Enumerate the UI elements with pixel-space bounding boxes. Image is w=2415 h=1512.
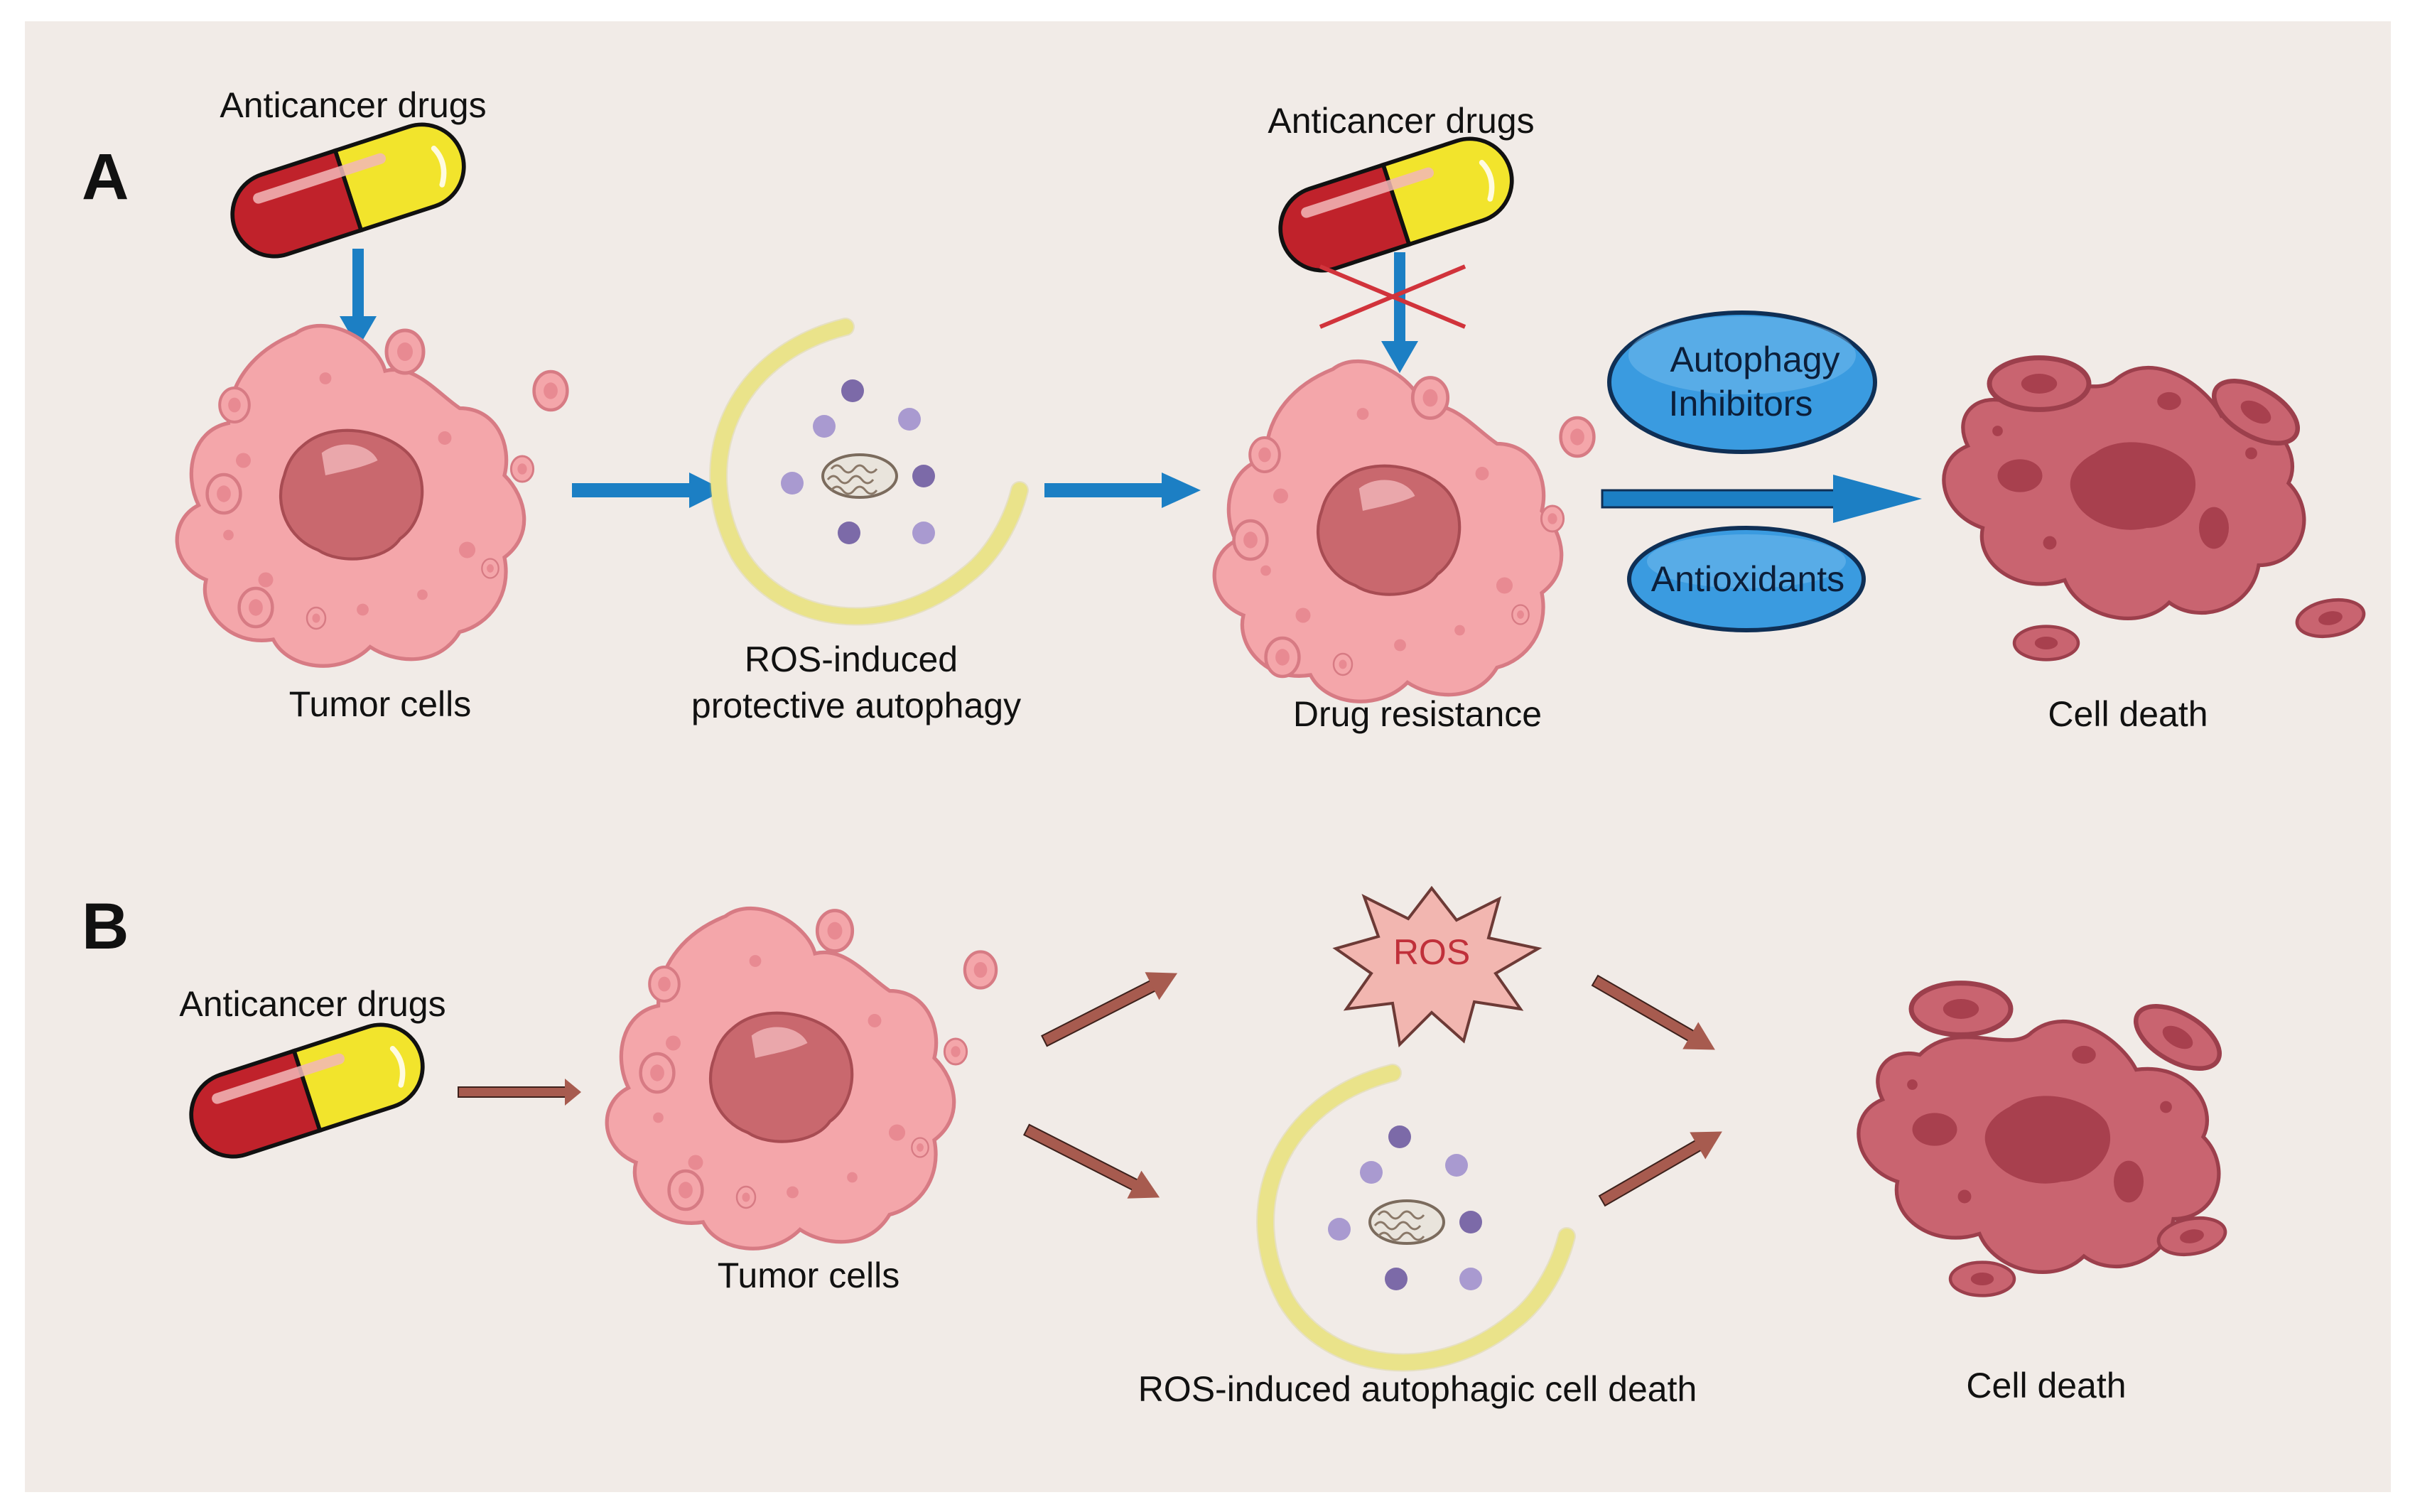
cell-bleb-icon xyxy=(669,1171,703,1209)
cell-bleb-icon xyxy=(1332,652,1354,676)
brown-arrow-converge-bottom xyxy=(1598,1131,1722,1207)
cell-bleb-icon xyxy=(1511,604,1530,625)
cell-bleb-icon xyxy=(387,330,423,373)
cell-bleb-icon xyxy=(207,475,241,513)
panel-a-drug-label-1: Anticancer drugs xyxy=(220,85,486,125)
panel-a-resistance-label: Drug resistance xyxy=(1293,694,1542,734)
brown-arrow-converge-top xyxy=(1591,974,1715,1050)
dead-cell-fragment-icon xyxy=(1911,983,2011,1035)
cell-bleb-icon xyxy=(509,455,535,483)
panel-a-autophagy-label-line2: protective autophagy xyxy=(691,686,1021,725)
cell-bleb-icon xyxy=(239,588,273,627)
blue-arrow-right-2 xyxy=(1044,472,1201,508)
antioxidant-label: Antioxidants xyxy=(1651,559,1844,599)
cell-bleb-icon xyxy=(641,1054,674,1092)
panel-a-tumor-label: Tumor cells xyxy=(289,684,472,724)
inhibitor-label-line1: Autophagy xyxy=(1670,340,1839,379)
panel-b-letter: B xyxy=(82,890,129,963)
autophagy-inhibitors-pill: Autophagy Inhibitors xyxy=(1607,310,1877,454)
panel-b-autophagic-death-label: ROS-induced autophagic cell death xyxy=(1138,1369,1697,1409)
inhibitor-label-line2: Inhibitors xyxy=(1669,384,1813,423)
blue-arrow-right-3 xyxy=(1601,475,1922,523)
cell-bleb-icon xyxy=(1266,638,1300,676)
ros-label: ROS xyxy=(1393,932,1470,972)
cell-bleb-icon xyxy=(965,952,996,988)
antioxidants-pill: Antioxidants xyxy=(1627,526,1866,632)
panel-b-drug-label: Anticancer drugs xyxy=(179,984,445,1024)
cell-bleb-icon xyxy=(817,911,852,951)
cell-bleb-icon xyxy=(534,372,568,410)
panel-a-letter: A xyxy=(82,141,129,213)
cell-bleb-icon xyxy=(481,558,499,579)
brown-arrow-down-right xyxy=(1023,1123,1160,1199)
blocked-cross-icon xyxy=(1319,264,1466,329)
dead-cell-fragment-icon xyxy=(1950,1263,2014,1296)
blue-arrow-down-1 xyxy=(340,249,377,348)
panel-b-tumor-label: Tumor cells xyxy=(718,1256,900,1295)
cell-bleb-icon xyxy=(1540,504,1565,533)
panel-b-death-label: Cell death xyxy=(1966,1366,2126,1405)
dead-cell-fragment-icon xyxy=(1989,358,2089,410)
ros-burst-icon: ROS xyxy=(1332,885,1543,1048)
cell-bleb-icon xyxy=(649,967,679,1001)
cell-bleb-icon xyxy=(911,1137,929,1158)
panel-a-autophagy-label-line1: ROS-induced xyxy=(745,639,958,679)
cell-bleb-icon xyxy=(1561,418,1594,456)
brown-arrow-up-right xyxy=(1041,972,1178,1047)
cell-bleb-icon xyxy=(943,1037,968,1066)
cell-bleb-icon xyxy=(1412,378,1447,418)
dead-cell-fragment-icon xyxy=(2014,627,2078,660)
panel-a-drug-label-2: Anticancer drugs xyxy=(1268,101,1534,141)
cell-bleb-icon xyxy=(306,606,327,630)
cell-bleb-icon xyxy=(735,1185,757,1209)
cell-bleb-icon xyxy=(1250,438,1280,472)
cell-bleb-icon xyxy=(1234,521,1268,559)
brown-arrow-right-1 xyxy=(458,1079,581,1106)
cell-bleb-icon xyxy=(220,388,249,422)
blue-arrow-right-1 xyxy=(572,472,725,508)
panel-a-death-label: Cell death xyxy=(2048,694,2208,734)
